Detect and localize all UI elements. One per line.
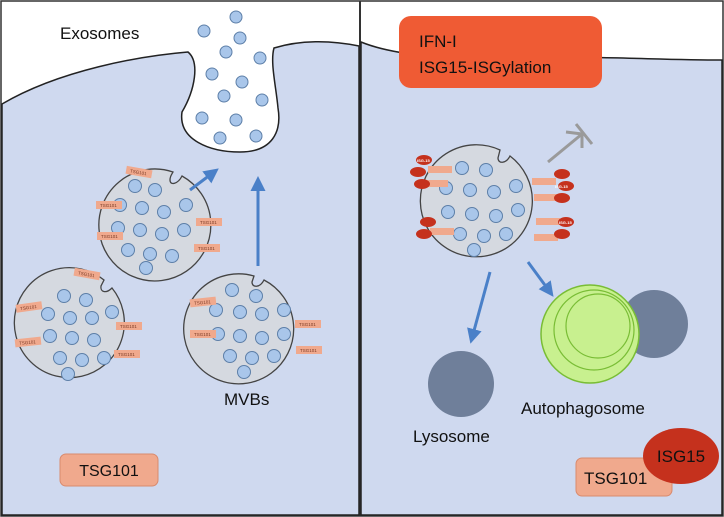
blocked-secretion-arrow (547, 123, 594, 164)
tsg101-label-left: TSG101 (79, 463, 139, 480)
tag-label: TSG101 (20, 304, 38, 311)
isg-tag-label: ISG-15 (555, 184, 568, 189)
left-cell (1, 41, 360, 516)
tag-label: TSG101 (198, 246, 215, 251)
tag-label: TSG101 (118, 352, 135, 357)
tag-label: TSG101 (100, 203, 117, 208)
isgylation-label: ISG15-ISGylation (419, 58, 551, 77)
tag-label: TSG101 (19, 339, 37, 346)
lysosome (428, 351, 494, 417)
tag-label: TSG101 (194, 332, 211, 337)
tag-label: TSG101 (299, 322, 316, 327)
autophagosome (540, 284, 640, 384)
exosome (233, 31, 247, 45)
isg15-badge: ISG15 (643, 428, 719, 484)
ifn-isgylation-box: IFN-I ISG15-ISGylation (399, 16, 602, 88)
exosome (235, 75, 249, 89)
autophagosome-label: Autophagosome (521, 399, 645, 418)
exosome (197, 24, 211, 38)
exosome (217, 89, 231, 103)
mvb-top: TSG101 TSG101 TSG101 TSG101 TSG101 (96, 165, 222, 282)
tsg101-tags: TSG101 TSG101 TSG101 TSG101 (189, 296, 322, 354)
tag-label: TSG101 (130, 168, 148, 176)
mvb-bottom-right: TSG101 TSG101 TSG101 TSG101 (183, 273, 322, 385)
tsg101-tags: TSG101 TSG101 TSG101 TSG101 TSG101 (14, 267, 142, 358)
exosome (229, 113, 243, 127)
exosome (213, 131, 227, 145)
arrow-to-autophagosome (526, 261, 554, 297)
mvb-isgylated: ISG-15 ISG-15 ISG-15 (410, 144, 574, 258)
lysosome-label: Lysosome (413, 427, 490, 446)
exosome-particles (195, 10, 269, 145)
ifn-label: IFN-I (419, 32, 457, 51)
tsg101-box-left: TSG101 (59, 453, 159, 487)
arrow-mvb-to-membrane (189, 168, 219, 192)
isg15-label: ISG15 (657, 447, 705, 466)
exosomes-label: Exosomes (60, 24, 139, 43)
exosome (205, 67, 219, 81)
tag-label: TSG101 (101, 234, 118, 239)
isg15-modifications (410, 155, 574, 239)
exosome (255, 93, 269, 107)
isg-tag-label: ISG-15 (417, 158, 430, 163)
isg-tag-label: ISG-15 (559, 220, 572, 225)
exosome (253, 51, 267, 65)
mvb-bottom-left: TSG101 TSG101 TSG101 TSG101 TSG101 (13, 267, 142, 381)
tag-label: TSG101 (78, 270, 96, 278)
tag-label: TSG101 (120, 324, 137, 329)
exosome (195, 111, 209, 125)
exosome (249, 129, 263, 143)
tsg101-tags: TSG101 TSG101 TSG101 TSG101 TSG101 (96, 165, 222, 252)
arrow-to-lysosome (467, 271, 492, 344)
exosome (219, 45, 233, 59)
tsg101-label-right: TSG101 (584, 469, 647, 488)
mvbs-label: MVBs (224, 390, 269, 409)
tag-label: TSG101 (194, 299, 212, 306)
tag-label: TSG101 (200, 220, 217, 225)
tag-label: TSG101 (300, 348, 317, 353)
exosome (229, 10, 243, 24)
